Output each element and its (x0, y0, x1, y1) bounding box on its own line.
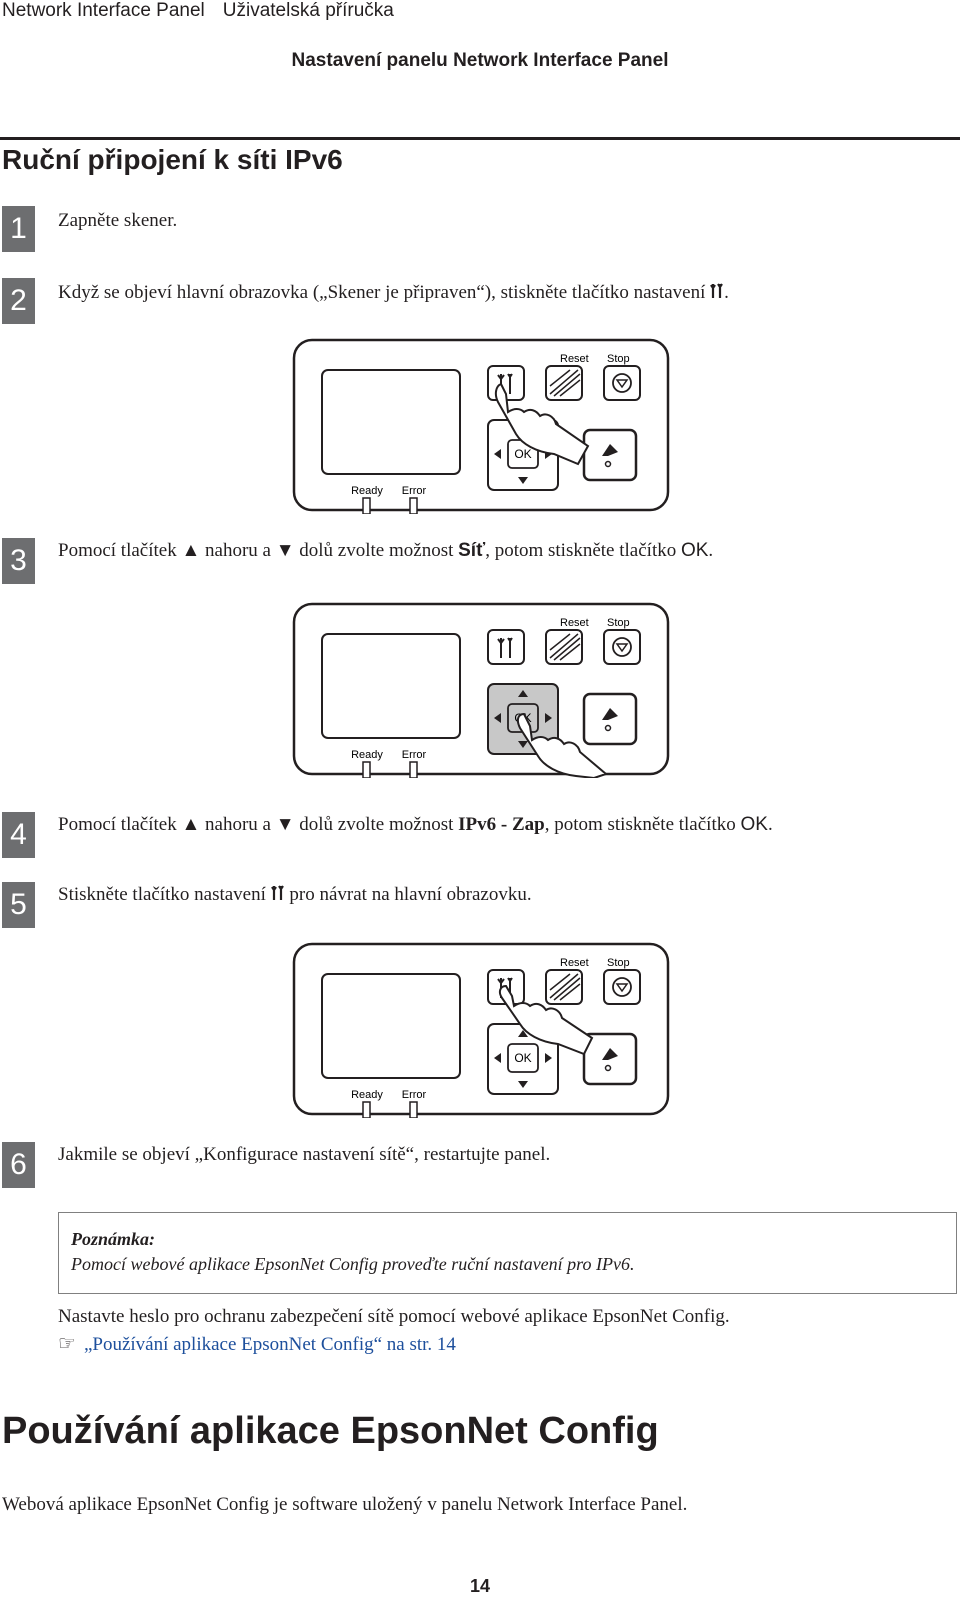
ok-label: OK (514, 447, 531, 461)
settings-button (487, 629, 525, 665)
ready-label: Ready (351, 485, 383, 497)
step-number-1: 1 (2, 206, 35, 252)
chapter-title: Nastavení panelu Network Interface Panel (291, 50, 669, 71)
reset-label: Reset (560, 957, 589, 969)
settings-icon (710, 283, 724, 298)
left-arrow-icon (494, 1053, 501, 1063)
step-text-4: Pomocí tlačítek ▲ nahoru a ▼ dolů zvolte… (58, 814, 773, 835)
error-label: Error (402, 749, 427, 761)
right-arrow-icon (545, 1053, 552, 1063)
pointing-hand-icon (494, 382, 590, 466)
cross-reference: ☞ „Používání aplikace EpsonNet Config“ na… (58, 1331, 456, 1356)
running-header: Network Interface Panel Uživatelská příru… (2, 0, 412, 22)
down-arrow-icon (518, 741, 528, 748)
reset-hatch-icon (549, 973, 581, 1001)
start-diamond-icon (602, 1048, 618, 1060)
pointing-finger-icon: ☞ (58, 1331, 76, 1355)
error-label: Error (402, 1089, 427, 1101)
ready-led (362, 497, 371, 514)
step-text-2: Když se objeví hlavní obrazovka („Skener… (58, 282, 729, 303)
left-arrow-icon (494, 449, 501, 459)
step-number-5: 5 (2, 882, 35, 928)
up-arrow-icon (518, 1030, 528, 1037)
stop-button (603, 969, 641, 1005)
ready-label: Ready (351, 1089, 383, 1101)
error-label: Error (402, 485, 427, 497)
section-title: Ruční připojení k síti IPv6 (2, 144, 343, 175)
down-arrow-icon (518, 477, 528, 484)
stop-icon (612, 637, 632, 657)
start-diamond-icon (602, 444, 618, 456)
reset-label: Reset (560, 617, 589, 629)
error-led (409, 497, 418, 514)
ok-label: OK (514, 1051, 531, 1065)
header-rule (0, 137, 960, 140)
stop-icon (612, 373, 632, 393)
step-text-3: Pomocí tlačítek ▲ nahoru a ▼ dolů zvolte… (58, 540, 714, 561)
stop-button (603, 629, 641, 665)
reset-hatch-icon (549, 369, 581, 397)
reset-label: Reset (560, 353, 589, 365)
note-box: Poznámka: Pomocí webové aplikace EpsonNe… (58, 1212, 957, 1294)
step-text-1: Zapněte skener. (58, 210, 178, 231)
page-number: 14 (469, 1576, 491, 1596)
control-panel-figure-2: Ready Error Reset Stop OK (292, 602, 670, 778)
error-led (409, 1101, 418, 1118)
ready-led (362, 1101, 371, 1118)
header-manual: Uživatelská příručka (222, 0, 394, 21)
control-panel-figure-1: Ready Error Reset Stop OK (292, 338, 670, 514)
step-number-4: 4 (2, 812, 35, 858)
note-title: Poznámka: (71, 1229, 156, 1249)
heading-epsonnet-config: Používání aplikace EpsonNet Config (2, 1410, 659, 1452)
settings-icon (497, 637, 513, 658)
password-paragraph: Nastavte heslo pro ochranu zabezpečení s… (58, 1306, 730, 1327)
step-number-2: 2 (2, 278, 35, 324)
down-arrow-icon (518, 1081, 528, 1088)
stop-icon (612, 977, 632, 997)
control-panel-figure-3: Ready Error Reset Stop OK (292, 942, 670, 1118)
left-arrow-icon (494, 713, 501, 723)
ready-label: Ready (351, 749, 383, 761)
epsonnet-config-link[interactable]: „Používání aplikace EpsonNet Config“ na … (83, 1334, 456, 1355)
stop-label: Stop (607, 617, 630, 629)
note-text: Pomocí webové aplikace EpsonNet Config p… (71, 1254, 635, 1274)
reset-hatch-icon (549, 633, 581, 661)
stop-label: Stop (607, 957, 630, 969)
ready-led (362, 761, 371, 778)
pointing-hand-icon (516, 712, 609, 778)
step-text-5: Stiskněte tlačítko nastavení pro návrat … (58, 884, 532, 905)
settings-icon (270, 885, 284, 900)
step-number-6: 6 (2, 1142, 35, 1188)
stop-button (603, 365, 641, 401)
stop-label: Stop (607, 353, 630, 365)
body-paragraph: Webová aplikace EpsonNet Config je softw… (2, 1494, 688, 1515)
step-number-3: 3 (2, 538, 35, 584)
step-text-6: Jakmile se objeví „Konfigurace nastavení… (58, 1144, 551, 1165)
up-arrow-icon (518, 690, 528, 697)
error-led (409, 761, 418, 778)
pointing-hand-icon (498, 984, 594, 1056)
header-product: Network Interface Panel (2, 0, 205, 21)
start-diamond-icon (602, 708, 618, 720)
ok-button (507, 1043, 539, 1073)
right-arrow-icon (545, 713, 552, 723)
